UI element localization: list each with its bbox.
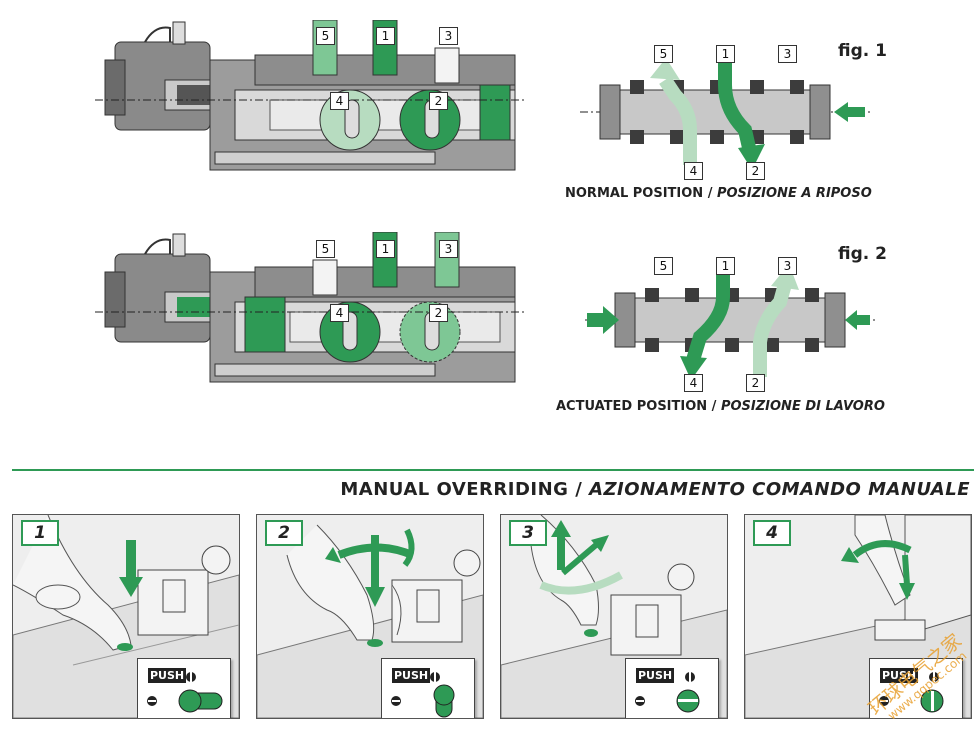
fig2-label: fig. 2 xyxy=(838,244,887,264)
spool-fig1-port-3: 3 xyxy=(778,45,797,63)
manual-title-italic: AZIONAMENTO COMANDO MANUALE xyxy=(589,479,970,500)
fig1-caption-main: NORMAL POSITION / xyxy=(565,186,717,201)
valve-fig1-port-4: 4 xyxy=(330,92,349,110)
valve-fig2-port-5: 5 xyxy=(316,240,335,258)
spool-fig2-port-5: 5 xyxy=(654,257,673,275)
step-panel-3: 3 PUSH xyxy=(500,514,728,719)
step-number-4: 4 xyxy=(753,520,791,546)
valve-fig1-port-2: 2 xyxy=(429,92,448,110)
fig2-caption: ACTUATED POSITION / POSIZIONE DI LAVORO xyxy=(556,399,885,414)
manual-overriding-title: MANUAL OVERRIDING / AZIONAMENTO COMANDO … xyxy=(340,479,970,500)
step3-detail-inset: PUSH xyxy=(625,658,719,718)
fig2-caption-italic: POSIZIONE DI LAVORO xyxy=(720,399,885,414)
step4-detail-inset: PUSH xyxy=(869,658,963,718)
step-panel-2: 2 PUSH xyxy=(256,514,484,719)
valve-fig2-port-2: 2 xyxy=(429,304,448,322)
spool-fig1-port-1: 1 xyxy=(716,45,735,63)
spool-fig1-port-4: 4 xyxy=(684,162,703,180)
step3-screw-icon xyxy=(635,672,700,713)
step-number-2: 2 xyxy=(265,520,303,546)
step-number-1: 1 xyxy=(21,520,59,546)
valve-fig1-port-1: 1 xyxy=(376,27,395,45)
step3-push-label: PUSH xyxy=(636,668,675,683)
spool-diagram-fig1 xyxy=(580,50,870,170)
valve-section-fig2 xyxy=(95,232,525,383)
manual-title-main: MANUAL OVERRIDING / xyxy=(340,479,590,500)
valve-fig2-port-3: 3 xyxy=(439,240,458,258)
step4-push-label: PUSH xyxy=(880,668,919,683)
section-divider xyxy=(12,469,974,471)
spool-fig1-port-5: 5 xyxy=(654,45,673,63)
fig1-label: fig. 1 xyxy=(838,41,887,61)
fig2-caption-main: ACTUATED POSITION / xyxy=(556,399,721,414)
spool-diagram-fig2 xyxy=(585,262,875,380)
fig1-caption-italic: POSIZIONE A RIPOSO xyxy=(716,186,872,201)
step-number-3: 3 xyxy=(509,520,547,546)
valve-section-fig1 xyxy=(95,20,525,171)
step2-screw-icon xyxy=(391,672,455,718)
step2-push-label: PUSH xyxy=(392,668,431,683)
spool-fig2-port-2: 2 xyxy=(746,374,765,392)
step2-illustration xyxy=(257,524,483,718)
step2-detail-inset: PUSH xyxy=(381,658,475,718)
step-panel-1: 1 PUSH xyxy=(12,514,240,719)
valve-fig1-port-3: 3 xyxy=(439,27,458,45)
step4-illustration xyxy=(745,515,971,718)
fig1-caption: NORMAL POSITION / POSIZIONE A RIPOSO xyxy=(565,186,872,201)
spool-fig2-port-3: 3 xyxy=(778,257,797,275)
step4-screw-icon xyxy=(879,672,944,713)
valve-fig2-port-4: 4 xyxy=(330,304,349,322)
step-panel-4: 4 PUSH xyxy=(744,514,972,719)
spool-fig1-port-2: 2 xyxy=(746,162,765,180)
valve-fig1-port-5: 5 xyxy=(316,27,335,45)
step1-screw-icon xyxy=(147,672,223,713)
spool-fig2-port-1: 1 xyxy=(716,257,735,275)
valve-fig2-port-1: 1 xyxy=(376,240,395,258)
step1-push-label: PUSH xyxy=(148,668,187,683)
step1-detail-inset: PUSH xyxy=(137,658,231,718)
spool-fig2-port-4: 4 xyxy=(684,374,703,392)
